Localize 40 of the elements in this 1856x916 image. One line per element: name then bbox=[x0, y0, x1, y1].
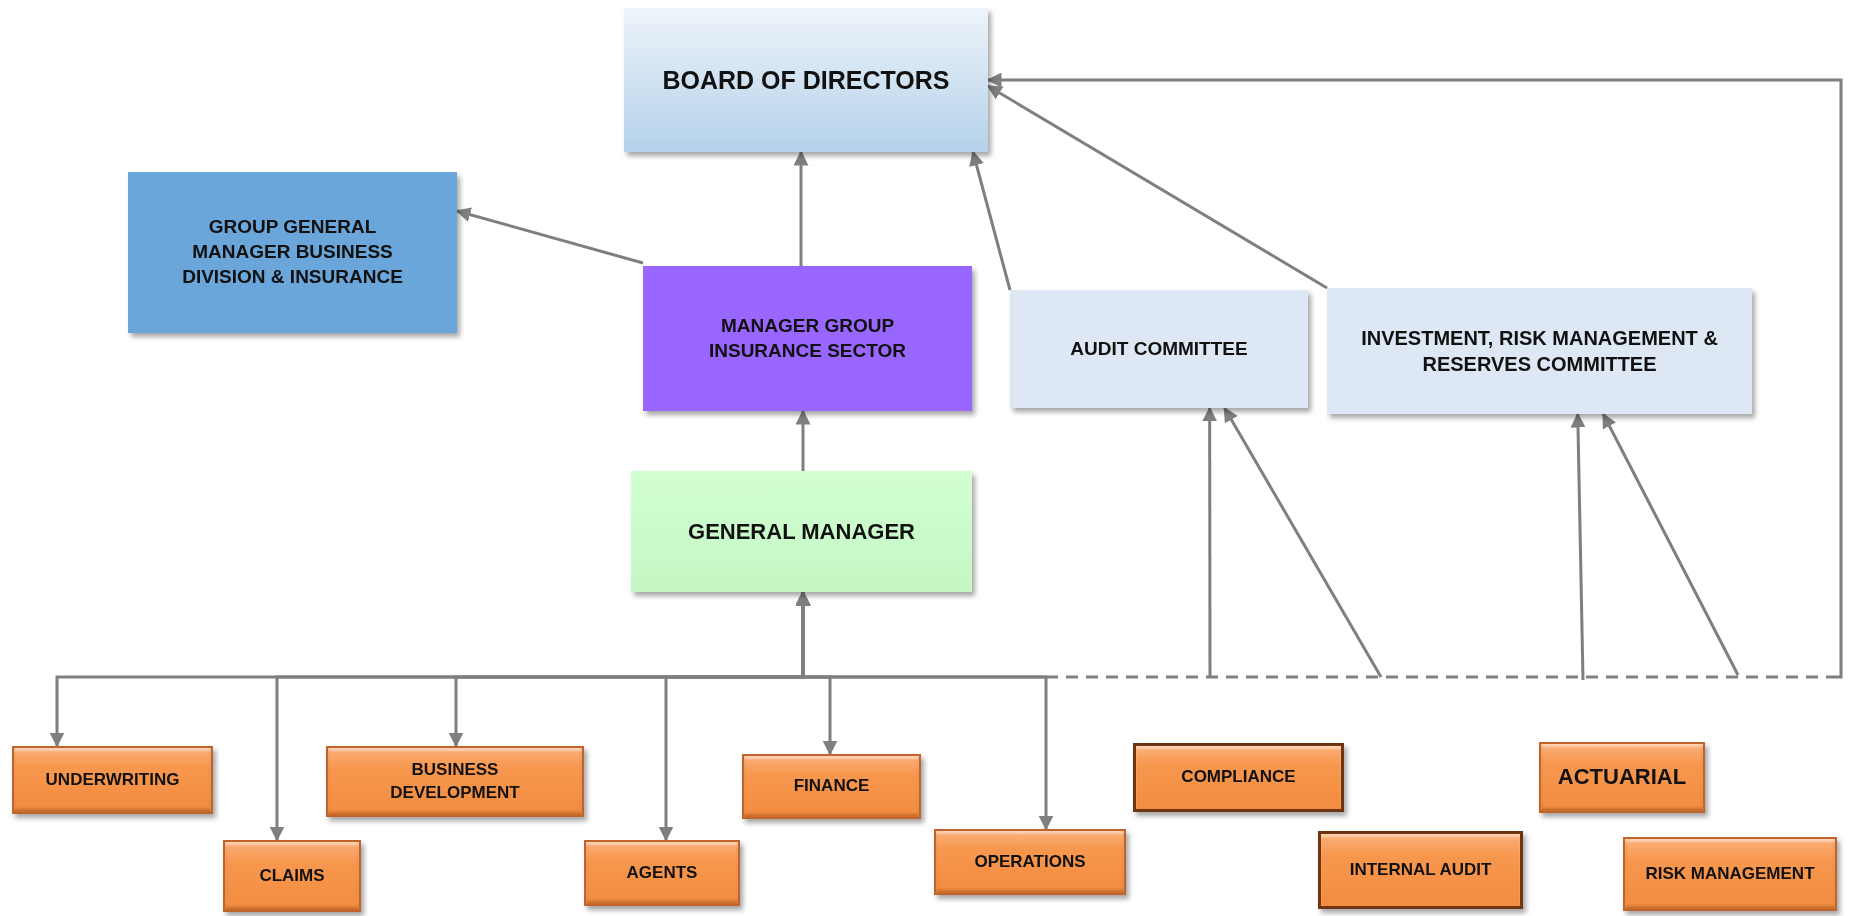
connector-arrow bbox=[1202, 406, 1218, 677]
department-box bbox=[326, 746, 584, 817]
connector-arrow bbox=[969, 150, 1012, 291]
department-box bbox=[12, 746, 213, 814]
committee-box bbox=[1010, 290, 1308, 408]
node-label: CLAIMS bbox=[258, 864, 326, 887]
connector-arrow bbox=[1570, 412, 1586, 681]
department-box bbox=[1623, 837, 1837, 911]
connector-arrow bbox=[1223, 406, 1383, 678]
department-box bbox=[1539, 742, 1705, 813]
node-label: BOARD OF DIRECTORS bbox=[661, 65, 951, 95]
manager-box bbox=[631, 471, 972, 592]
department-box bbox=[584, 840, 740, 906]
department-box bbox=[1318, 831, 1523, 909]
node-label: AUDIT COMMITTEE bbox=[1069, 336, 1249, 361]
department-box bbox=[223, 840, 361, 912]
connector-arrow bbox=[801, 72, 1843, 679]
node-label: INTERNAL AUDIT bbox=[1348, 858, 1493, 881]
node-label: BUSINESS DEVELOPMENT bbox=[389, 759, 521, 804]
node-label: AGENTS bbox=[625, 861, 699, 884]
department-box bbox=[934, 829, 1126, 895]
connector-arrow bbox=[793, 150, 809, 266]
node-label: UNDERWRITING bbox=[44, 768, 181, 791]
node-label: RISK MANAGEMENT bbox=[1644, 862, 1816, 885]
board-box bbox=[624, 8, 988, 152]
node-label: FINANCE bbox=[792, 775, 871, 798]
node-label: ACTUARIAL bbox=[1556, 763, 1688, 792]
node-label: GENERAL MANAGER bbox=[687, 518, 916, 545]
committee-box bbox=[1327, 288, 1752, 414]
connector-arrow bbox=[795, 409, 811, 471]
department-box bbox=[1133, 743, 1344, 812]
manager-box bbox=[643, 266, 972, 411]
node-label: OPERATIONS bbox=[973, 850, 1087, 873]
node-label: INVESTMENT, RISK MANAGEMENT & RESERVES COMMITTEE bbox=[1360, 326, 1719, 377]
node-label: GROUP GENERAL MANAGER BUSINESS DIVISION & INSURANCE bbox=[181, 215, 404, 289]
node-label: COMPLIANCE bbox=[1180, 766, 1297, 789]
connector-arrow bbox=[1601, 412, 1740, 676]
department-box bbox=[742, 754, 921, 819]
node-label: MANAGER GROUP INSURANCE SECTOR bbox=[707, 313, 908, 363]
manager-box bbox=[128, 172, 457, 333]
